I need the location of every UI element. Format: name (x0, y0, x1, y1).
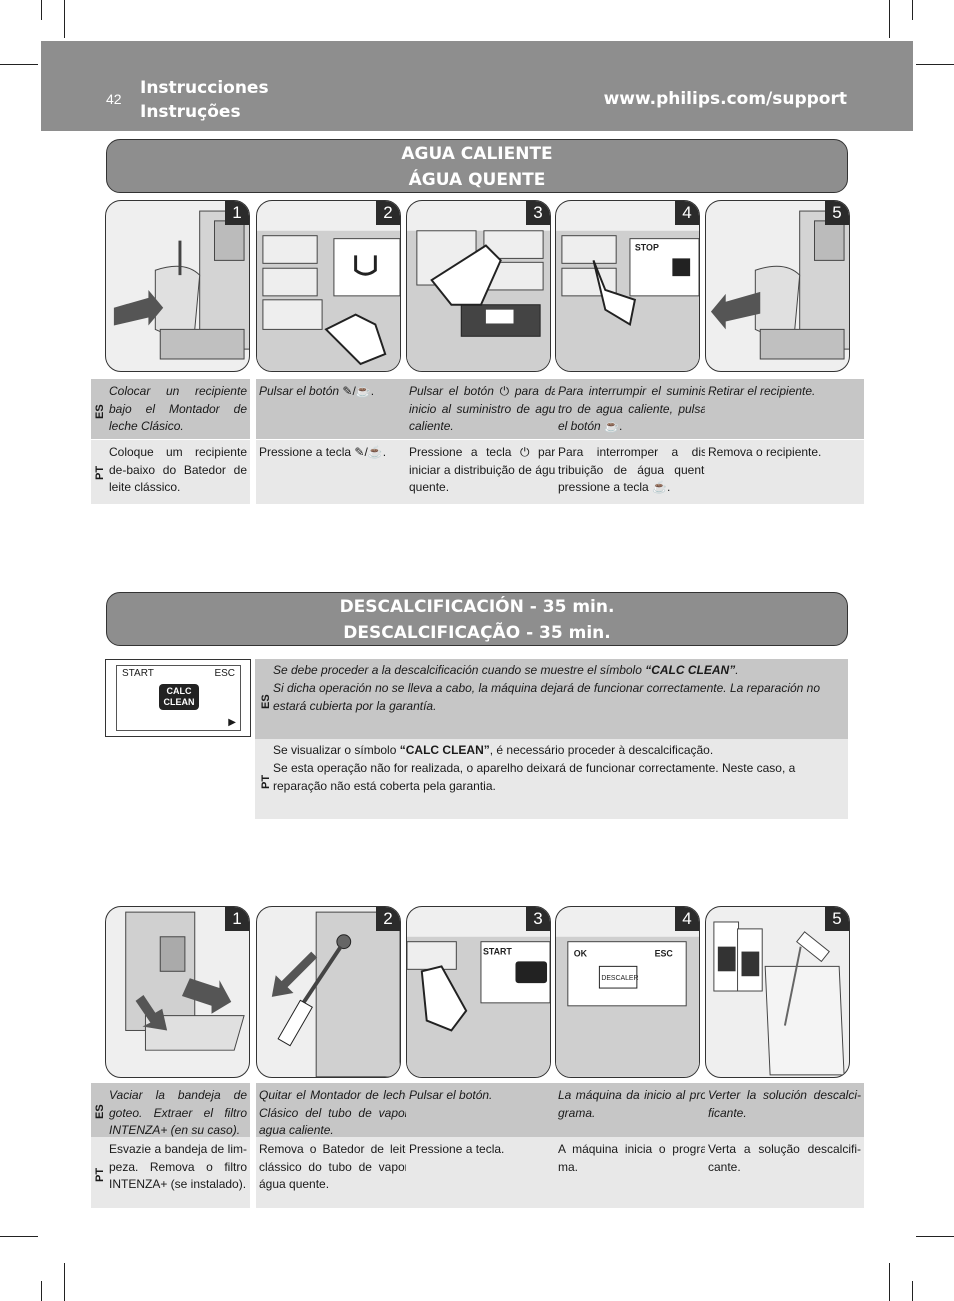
lang-label-es: ES (94, 404, 106, 419)
hot-water-step-2-image: 2 (256, 200, 401, 372)
lang-label-es: ES (260, 694, 272, 709)
step-number: 2 (376, 201, 400, 225)
memo-cup-icon: ☕. (652, 480, 671, 494)
steam-hot-water-icon: ✎/☕. (342, 384, 375, 398)
calc-clean-display: START ESC CALC CLEAN ▶ (105, 659, 251, 737)
crop-mark (912, 0, 913, 20)
crop-mark (64, 0, 65, 38)
steam-hot-water-icon: ✎/☕. (354, 445, 387, 459)
svg-text:START: START (483, 947, 512, 957)
descaling-step-4-pt: A máquina inicia o progra-ma. (555, 1137, 714, 1208)
hot-water-step-4-es: Para interrumpir el suminis-tro de agua … (555, 379, 714, 439)
crop-mark (912, 1281, 913, 1301)
descaling-title: DESCALCIFICACIÓN - 35 min. DESCALCIFICAÇ… (106, 592, 848, 646)
page-number: 42 (106, 91, 122, 107)
svg-text:OK: OK (574, 948, 588, 958)
crop-mark (889, 1263, 890, 1301)
hot-water-step-1-es: ES Colocar un recipiente bajo el Montado… (91, 379, 250, 439)
hot-water-step-3-es: Pulsar el botón ⏻ para dar inicio al sum… (406, 379, 565, 439)
crop-mark (41, 1281, 42, 1301)
hot-water-step-3-image: 3 (406, 200, 551, 372)
descaling-step-2-pt: Remova o Batedor de leite clássico do tu… (256, 1137, 415, 1208)
header-title-pt: Instruções (140, 102, 241, 122)
hot-water-step-5-es: Retirar el recipiente. (705, 379, 864, 439)
support-url[interactable]: www.philips.com/support (603, 89, 847, 109)
step-number: 4 (675, 907, 699, 931)
step-number: 3 (526, 907, 550, 931)
step-number: 1 (225, 201, 249, 225)
lang-label-es: ES (94, 1104, 106, 1119)
descaling-step-3-pt: Pressione a tecla. (406, 1137, 565, 1208)
step-number: 2 (376, 907, 400, 931)
crop-mark (916, 1236, 954, 1237)
svg-text:DESCALER: DESCALER (601, 975, 638, 982)
arrow-right-icon: ▶ (228, 717, 236, 728)
page-header (41, 41, 913, 131)
hot-water-step-5-image: 5 (705, 200, 850, 372)
hot-water-title-es: AGUA CALIENTE (401, 144, 553, 164)
hot-water-title: AGUA CALIENTE ÁGUA QUENTE (106, 139, 848, 193)
step-number: 4 (675, 201, 699, 225)
hot-water-step-5-pt: Remova o recipiente. (705, 440, 864, 504)
display-screen: START ESC CALC CLEAN ▶ (116, 665, 241, 731)
descaling-step-1-pt: PT Esvazie a bandeja de lim-peza. Remova… (91, 1137, 250, 1208)
hot-water-step-1-pt: PT Coloque um recipiente de-baixo do Bat… (91, 440, 250, 504)
hot-water-step-2-pt: Pressione a tecla ✎/☕. (256, 440, 415, 504)
hot-water-step-4-image: STOP 4 (555, 200, 700, 372)
step-number: 3 (526, 201, 550, 225)
hot-water-step-3-pt: Pressione a tecla ⏻ para iniciar a distr… (406, 440, 565, 504)
hot-water-step-4-pt: Para interromper a dis-tribuição de água… (555, 440, 714, 504)
screen-start-label: START (122, 668, 154, 679)
screen-esc-label: ESC (214, 668, 235, 679)
hot-water-title-pt: ÁGUA QUENTE (408, 170, 546, 190)
descaling-step-1-image: 1 (105, 906, 250, 1078)
crop-mark (916, 64, 954, 65)
crop-mark (0, 64, 38, 65)
step-number: 5 (825, 907, 849, 931)
descaling-note-es: ES Se debe proceder a la descalcificació… (255, 659, 848, 739)
power-icon: ⏻ (519, 445, 530, 459)
descaling-step-3-image: START 3 (406, 906, 551, 1078)
hot-water-step-1-image: 1 (105, 200, 250, 372)
descaling-step-1-es: ES Vaciar la bandeja de goteo. Extraer e… (91, 1083, 250, 1137)
step-number: 1 (225, 907, 249, 931)
descaling-step-2-es: Quitar el Montador de leche Clásico del … (256, 1083, 415, 1137)
descaling-step-4-es: La máquina da inicio al pro-grama. (555, 1083, 714, 1137)
crop-mark (41, 0, 42, 20)
hot-water-step-2-es: Pulsar el botón ✎/☕. (256, 379, 415, 439)
crop-mark (0, 1236, 38, 1237)
descaling-step-3-es: Pulsar el botón. (406, 1083, 565, 1137)
descaling-step-2-image: 2 (256, 906, 401, 1078)
descaling-step-5-image: 5 (705, 906, 850, 1078)
header-title-es: Instrucciones (140, 78, 269, 98)
descaling-note-pt: PT Se visualizar o símbolo “CALC CLEAN”,… (255, 739, 848, 819)
memo-cup-icon: ☕. (604, 419, 623, 433)
power-icon: ⏻ (499, 384, 510, 398)
descaling-step-5-es: Verter la solución descalci-ficante. (705, 1083, 864, 1137)
svg-text:STOP: STOP (635, 242, 659, 252)
crop-mark (64, 1263, 65, 1301)
descaling-step-5-pt: Verta a solução descalcifi-cante. (705, 1137, 864, 1208)
lang-label-pt: PT (94, 465, 106, 480)
descaling-title-es: DESCALCIFICACIÓN - 35 min. (339, 597, 615, 617)
calc-clean-icon: CALC CLEAN (159, 684, 199, 710)
lang-label-pt: PT (260, 774, 272, 789)
crop-mark (889, 0, 890, 38)
descaling-title-pt: DESCALCIFICAÇÃO - 35 min. (343, 623, 611, 643)
lang-label-pt: PT (94, 1167, 106, 1182)
svg-text:ESC: ESC (655, 948, 674, 958)
descaling-step-4-image: OK ESC DESCALER 4 (555, 906, 700, 1078)
step-number: 5 (825, 201, 849, 225)
